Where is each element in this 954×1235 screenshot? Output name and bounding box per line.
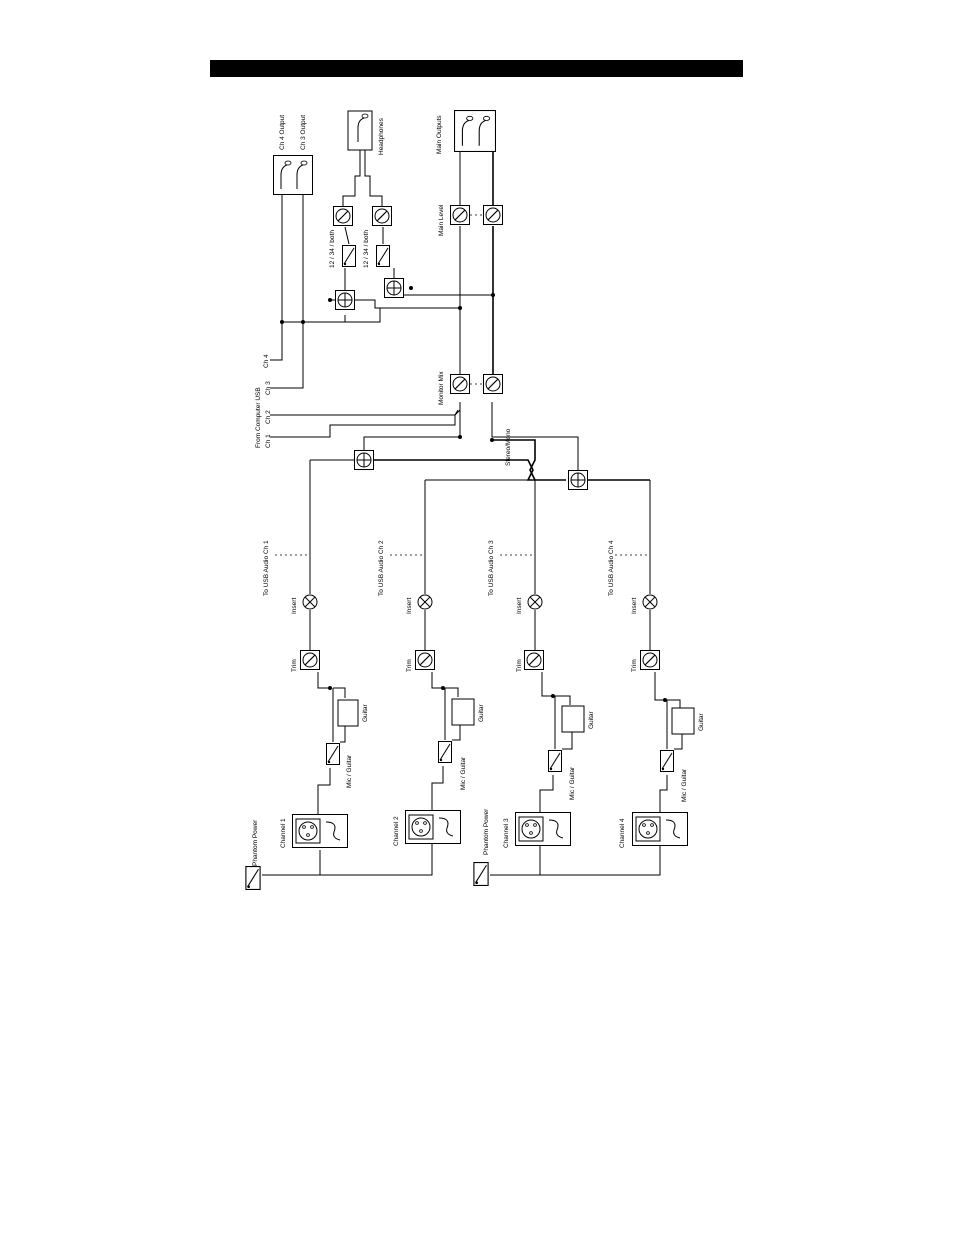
phantom-power-switch-1[interactable] [245, 866, 261, 890]
channel-3-label: Channel 3 [503, 818, 510, 848]
phantom-power-label-2: Phantom Power [483, 808, 490, 855]
monitor-mix-knob-right[interactable] [483, 374, 503, 394]
monitor-mix-label: Monitor Mix [438, 371, 445, 405]
channel-4-label: Channel 4 [619, 818, 626, 848]
guitar-input-4[interactable] [671, 707, 695, 735]
header-bar [210, 60, 743, 77]
to-usb-ch3-label: To USB Audio Ch 3 [488, 540, 495, 596]
monitor-mix-knob-left[interactable] [450, 374, 470, 394]
from-computer-usb-label: From Computer USB [255, 387, 262, 448]
channel-2-input-jack[interactable] [405, 810, 461, 844]
headphone-switch-label-1: 12 / 34 / both [329, 230, 336, 268]
channel-4-input-jack[interactable] [632, 812, 688, 846]
stereo-mono-label: Stereo/Mono [505, 428, 512, 466]
to-usb-ch2-label: To USB Audio Ch 2 [378, 540, 385, 596]
main-outputs-jacks[interactable] [453, 110, 497, 152]
channel-1-input-jack[interactable] [292, 814, 348, 848]
channel-strip-2 [390, 480, 475, 844]
mic-guitar-switch-1[interactable] [326, 742, 340, 766]
headphones-jack[interactable] [347, 110, 373, 151]
trim-knob-1[interactable] [300, 650, 320, 670]
channel-2-label: Channel 2 [393, 816, 400, 846]
insert-point-1[interactable] [302, 594, 318, 610]
headphone-source-switch-1[interactable] [342, 244, 356, 268]
main-outputs-label: Main Outputs [436, 115, 443, 154]
trim-knob-3[interactable] [524, 650, 544, 670]
usb-ch4-label: Ch 4 [263, 354, 270, 368]
mic-guitar-switch-3[interactable] [548, 749, 562, 773]
usb-ch3-label: Ch 3 [265, 381, 272, 395]
mic-guitar-switch-2[interactable] [438, 740, 452, 764]
guitar-label-2: Guitar [478, 703, 485, 722]
mic-guitar-label-4: Mic / Guitar [681, 768, 688, 802]
channel-strip-4 [615, 480, 695, 846]
to-usb-ch4-label: To USB Audio Ch 4 [608, 540, 615, 596]
guitar-input-1[interactable] [337, 699, 359, 727]
insert-label-4: Insert [631, 598, 638, 614]
mic-guitar-label-1: Mic / Guitar [346, 754, 353, 788]
guitar-label-3: Guitar [588, 710, 595, 729]
trim-knob-4[interactable] [640, 650, 660, 670]
main-level-knob-left[interactable] [450, 205, 470, 225]
guitar-label-4: Guitar [698, 712, 705, 731]
headphone-switch-label-2: 12 / 34 / both [363, 230, 370, 268]
guitar-label-1: Guitar [362, 703, 369, 722]
headphone-source-switch-2[interactable] [376, 244, 390, 268]
phantom-power-label-1: Phantom Power [252, 819, 259, 866]
headphone-knob-2[interactable] [372, 206, 392, 226]
ch3-output-label: Ch 3 Output [300, 115, 307, 150]
trim-label-3: Trim [516, 659, 523, 672]
mic-guitar-label-2: Mic / Guitar [460, 756, 467, 790]
headphone-sum-2 [384, 278, 404, 298]
trim-label-2: Trim [406, 659, 413, 672]
main-level-label: Main Level [438, 204, 445, 236]
channel-3-input-jack[interactable] [515, 812, 571, 846]
trim-label-4: Trim [631, 659, 638, 672]
headphone-knob-1[interactable] [333, 206, 353, 226]
guitar-input-3[interactable] [561, 705, 585, 733]
mic-guitar-label-3: Mic / Guitar [569, 766, 576, 800]
to-usb-ch1-label: To USB Audio Ch 1 [263, 540, 270, 596]
channel-1-label: Channel 1 [280, 818, 287, 848]
main-level-knob-right[interactable] [483, 205, 503, 225]
mic-guitar-switch-4[interactable] [660, 749, 674, 773]
trim-label-1: Trim [291, 659, 298, 672]
insert-label-2: Insert [406, 598, 413, 614]
insert-label-3: Insert [516, 598, 523, 614]
ch4-output-label: Ch 4 Output [279, 115, 286, 150]
ch3-ch4-output-jacks[interactable] [272, 155, 314, 195]
insert-point-3[interactable] [527, 594, 543, 610]
channel-strip-1 [275, 460, 359, 848]
insert-point-4[interactable] [642, 594, 658, 610]
insert-point-2[interactable] [417, 594, 433, 610]
summing-node-left [354, 450, 374, 470]
headphones-label: Headphones [378, 117, 385, 155]
guitar-input-2[interactable] [451, 698, 475, 726]
phantom-power-switch-2[interactable] [473, 862, 489, 886]
trim-knob-2[interactable] [415, 650, 435, 670]
usb-ch2-label: Ch 2 [265, 410, 272, 424]
usb-ch1-label: Ch 1 [265, 434, 272, 448]
headphone-sum-1 [335, 290, 355, 310]
insert-label-1: Insert [291, 598, 298, 614]
channel-strip-3 [500, 480, 585, 846]
summing-node-right [568, 470, 588, 490]
